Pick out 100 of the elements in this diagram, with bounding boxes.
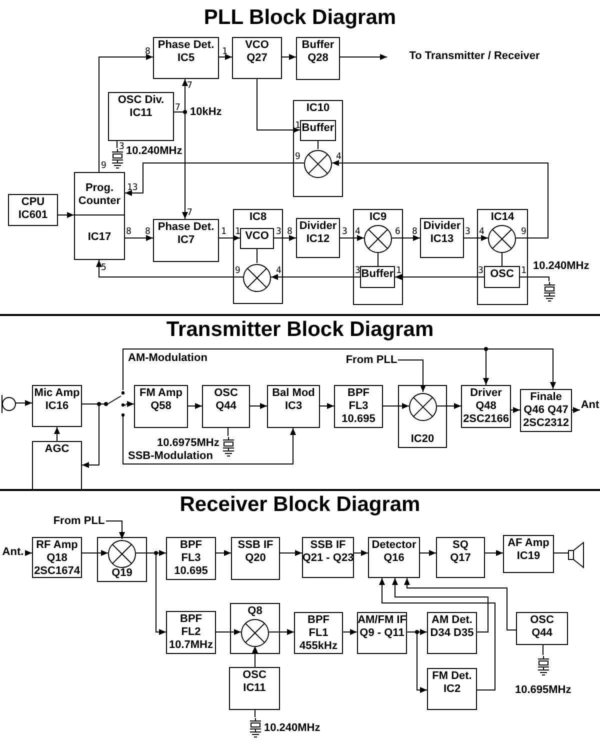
- signal-arrow: [252, 646, 258, 668]
- block-label: IC16: [45, 400, 69, 413]
- pin-number: 3: [478, 266, 484, 276]
- block-label: IC12: [306, 233, 330, 246]
- section-title: PLL Block Diagram: [202, 6, 398, 30]
- path-label: SSB-Modulation: [128, 450, 213, 463]
- block-label: IC13: [430, 233, 454, 246]
- block-label: FL3: [181, 552, 201, 565]
- signal-arrow: [98, 54, 154, 172]
- sub-block: [300, 120, 336, 141]
- block-label: OSC: [242, 669, 266, 682]
- signal-label: From PLL: [345, 354, 398, 367]
- block-label: 2SC2166: [463, 413, 509, 426]
- mixer-symbol: [243, 263, 271, 291]
- pin-number: 4: [276, 266, 282, 276]
- function-block: [294, 612, 343, 654]
- pin-number: 3: [465, 227, 470, 237]
- signal-arrow: [280, 550, 302, 556]
- function-block: [368, 537, 420, 578]
- connector-line: [520, 276, 550, 282]
- pin-number: 8: [412, 227, 418, 237]
- block-label: IC11: [243, 682, 266, 695]
- block-label: SSB IF: [238, 539, 274, 552]
- function-block: [202, 385, 250, 428]
- block-label: AGC: [44, 443, 70, 456]
- signal-arrow: [124, 162, 304, 196]
- block-label: Mic Amp: [34, 387, 80, 400]
- signal-arrow: [354, 550, 368, 556]
- mixer-symbol: [304, 149, 332, 177]
- function-block: [427, 668, 477, 710]
- function-block: [153, 37, 219, 79]
- block-label: 455kHz: [300, 640, 338, 653]
- mixer-symbol: [241, 618, 269, 646]
- signal-arrow: [136, 552, 166, 635]
- block-label: Phase Det.: [158, 39, 214, 52]
- pin-number: 4: [355, 227, 360, 237]
- frequency-label: 10kHz: [190, 106, 222, 119]
- pin-number: 1: [235, 227, 240, 237]
- block-label: IC11: [130, 107, 152, 120]
- block-label: OSC Div.: [118, 94, 164, 107]
- ic-box: [353, 209, 403, 305]
- block-label: Q48: [476, 400, 496, 413]
- block-label: VCO: [245, 39, 269, 52]
- block-label: Q9 - Q11: [360, 627, 404, 640]
- block-label: RF Amp: [36, 539, 78, 552]
- signal-arrow: [274, 235, 296, 241]
- block-label: AM Det.: [432, 614, 472, 627]
- pin-number: 9: [295, 152, 300, 162]
- signal-arrow: [484, 550, 504, 556]
- block-label: Q8: [248, 605, 262, 618]
- block-label: BPF: [308, 614, 330, 627]
- signal-arrow: [256, 78, 300, 133]
- signal-arrow: [510, 407, 520, 413]
- pin-number: 13: [127, 183, 138, 193]
- block-label: IC10: [306, 102, 330, 115]
- pin-number: 3: [355, 266, 360, 276]
- signal-arrow: [124, 235, 154, 241]
- block-label: Detector: [372, 539, 416, 552]
- block-label: IC5: [177, 52, 195, 65]
- signal-arrow: [126, 401, 134, 407]
- pin-number: 6: [395, 227, 400, 237]
- ic-box: [97, 537, 147, 582]
- signal-label: Ant.: [1, 546, 25, 560]
- block-label: Driver: [470, 387, 502, 400]
- block-label: IC3: [284, 400, 302, 413]
- pin-number: 3: [276, 227, 282, 237]
- sub-block: [484, 266, 520, 288]
- signal-arrow: [96, 260, 244, 278]
- block-label: BPF: [180, 613, 202, 626]
- ic-box: [477, 209, 528, 305]
- block-label: Q20: [245, 552, 266, 565]
- block-label: Phase Det.: [158, 221, 214, 234]
- block-label: BPF: [180, 539, 202, 552]
- frequency-label: 10.240MHz: [533, 260, 590, 273]
- block-label: AM/FM IF: [358, 614, 406, 627]
- block-label: Q21 - Q23: [302, 552, 354, 565]
- block-label: IC9: [369, 211, 387, 224]
- block-label: Prog. Counter: [77, 181, 122, 210]
- block-label: FM Det.: [432, 670, 472, 683]
- block-label: Finale: [530, 391, 562, 404]
- signal-arrow: [464, 235, 488, 241]
- pin-number: 5: [101, 263, 106, 273]
- section-title: Transmitter Block Diagram: [165, 318, 435, 342]
- pin-number: 7: [187, 208, 192, 218]
- block-label: FL1: [308, 627, 328, 640]
- block-label: Q19: [112, 567, 132, 580]
- signal-label: To Transmitter / Receiver: [387, 50, 562, 64]
- block-label: IC14: [490, 211, 514, 224]
- pin-number: 9: [101, 161, 106, 171]
- signal-arrow: [382, 403, 410, 409]
- block-label: IC7: [177, 234, 195, 247]
- crystal-icon: [249, 717, 262, 737]
- block-label: FL3: [348, 400, 368, 413]
- block-label: Q46 Q47: [524, 404, 568, 417]
- pin-number: 3: [342, 227, 348, 237]
- signal-arrow: [392, 235, 420, 241]
- ic-box: [230, 603, 280, 654]
- signal-arrow: [82, 404, 100, 468]
- function-block: [461, 385, 511, 428]
- signal-arrow: [216, 550, 232, 556]
